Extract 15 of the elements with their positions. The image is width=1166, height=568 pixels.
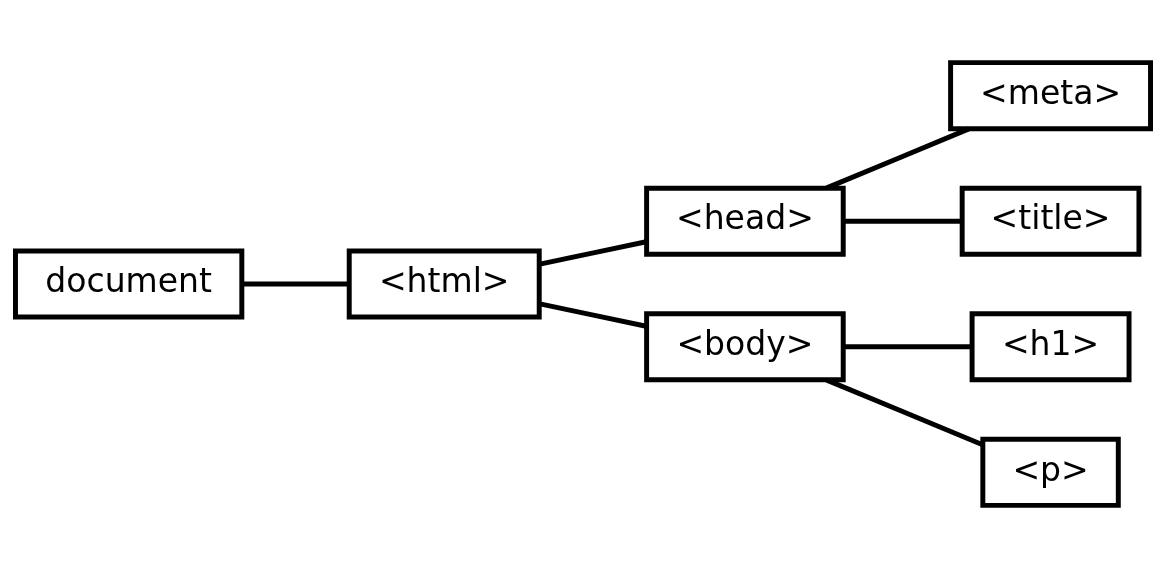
connector — [242, 281, 349, 287]
connector — [825, 377, 984, 448]
node-box: <h1> — [969, 311, 1132, 383]
node-box: <body> — [644, 311, 846, 383]
connector — [825, 126, 970, 191]
connector — [539, 239, 647, 267]
node-box: <html> — [346, 248, 542, 320]
node-box: <head> — [644, 185, 846, 257]
node-box: <meta> — [948, 60, 1153, 132]
connector — [843, 218, 962, 224]
node-box: <p> — [980, 436, 1121, 508]
node-box: <title> — [959, 185, 1142, 257]
connector — [843, 344, 972, 350]
node-box: document — [13, 248, 245, 320]
connector — [539, 301, 647, 329]
